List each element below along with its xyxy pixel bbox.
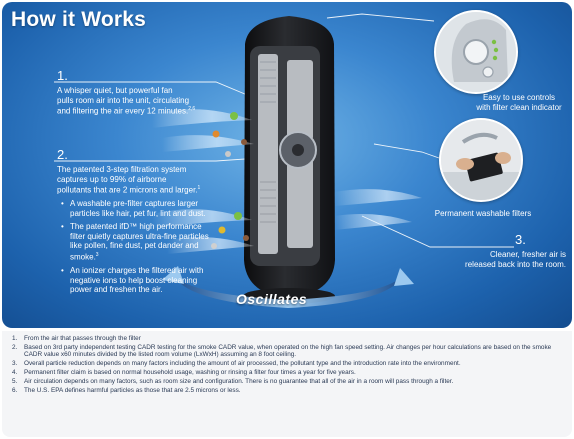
controls-caption-line: Easy to use controls [482,93,556,102]
footnote-item: 2. Based on 3rd party independent testing… [12,344,557,359]
step-2-line: pollutants that are 2 microns and larger… [57,184,217,195]
bullet-ifd-filter: The patented ifD™ high performance filte… [61,222,209,262]
filters-caption: Permanent washable filters [434,209,532,218]
bullet-ifd-superscript: 3 [95,251,99,258]
footnote-item: 1. From the air that passes through the f… [12,335,557,343]
diagram-panel: How it Works 1. A whisper quiet, but pow… [2,2,572,328]
footnote-text: The U.S. EPA defines harmful particles a… [24,386,241,394]
footnote-text: Overall particle reduction depends on ma… [24,360,461,368]
bullet-prefilter: A washable pre-filter captures larger pa… [61,199,209,218]
controls-caption: Easy to use controls with filter clean i… [464,93,572,112]
footnote-item: 5. Air circulation depends on many factor… [12,378,557,386]
footnote-text: Based on 3rd party independent testing C… [24,343,552,359]
footnote-item: 4. Permanent filter claim is based on nor… [12,369,557,377]
footnote-text: Air circulation depends on many factors,… [24,377,454,385]
footnote-number: 1. [12,335,18,342]
footnote-number: 4. [12,368,18,376]
step-3-line: released back into the room. [465,259,566,269]
step-1-superscript: 2,6 [188,106,196,113]
step-1-line-text: and filtering the air every 12 minutes. [57,106,189,116]
control-panel-icon [436,12,516,92]
step-3-line: Cleaner, fresher air is [489,250,566,259]
bullet-ifd-filter-text: The patented ifD™ high performance filte… [70,222,209,262]
footnote-number: 3. [12,360,18,368]
step-3-number: 3. [515,232,526,247]
step-2-description: The patented 3-step filtration system ca… [57,165,217,195]
step-2-line: The patented 3-step filtration system [57,165,187,174]
footnotes: 1. From the air that passes through the f… [2,331,572,437]
step-1-description: A whisper quiet, but powerful fan pulls … [57,86,217,116]
footnote-number: 5. [12,377,18,385]
step-1-number: 1. [57,68,68,83]
step-2-number: 2. [57,147,68,162]
step-2-line: captures up to 99% of airborne [57,174,167,184]
footnote-number: 2. [12,343,18,351]
step-2-superscript: 1 [197,185,201,192]
controls-closeup [434,10,518,94]
footnote-text: Permanent filter claim is based on norma… [24,368,356,376]
step-1-line: and filtering the air every 12 minutes.2… [57,105,217,116]
step-2-line-text: pollutants that are 2 microns and larger… [57,185,198,195]
step-3-description: Cleaner, fresher air is released back in… [426,250,566,269]
footnote-number: 6. [12,386,18,394]
bullet-ionizer: An ionizer charges the filtered air with… [61,266,209,295]
footnote-text: From the air that passes through the fil… [24,335,141,342]
step-1-line: A whisper quiet, but powerful fan [57,86,173,95]
filter-washing-closeup [439,118,523,202]
oscillates-label: Oscillates [236,291,308,307]
page-title: How it Works [11,8,147,31]
filtration-bullet-list: A washable pre-filter captures larger pa… [61,199,209,299]
footnote-item: 6. The U.S. EPA defines harmful particles… [12,387,557,395]
step-1-line: pulls room air into the unit, circulatin… [57,95,190,105]
footnote-item: 3. Overall particle reduction depends on … [12,360,557,368]
washable-filter-icon [441,120,521,200]
purifier-illustration [54,13,514,308]
footnote-list: 1. From the air that passes through the f… [12,335,557,395]
controls-caption-line: with filter clean indicator [476,102,562,112]
